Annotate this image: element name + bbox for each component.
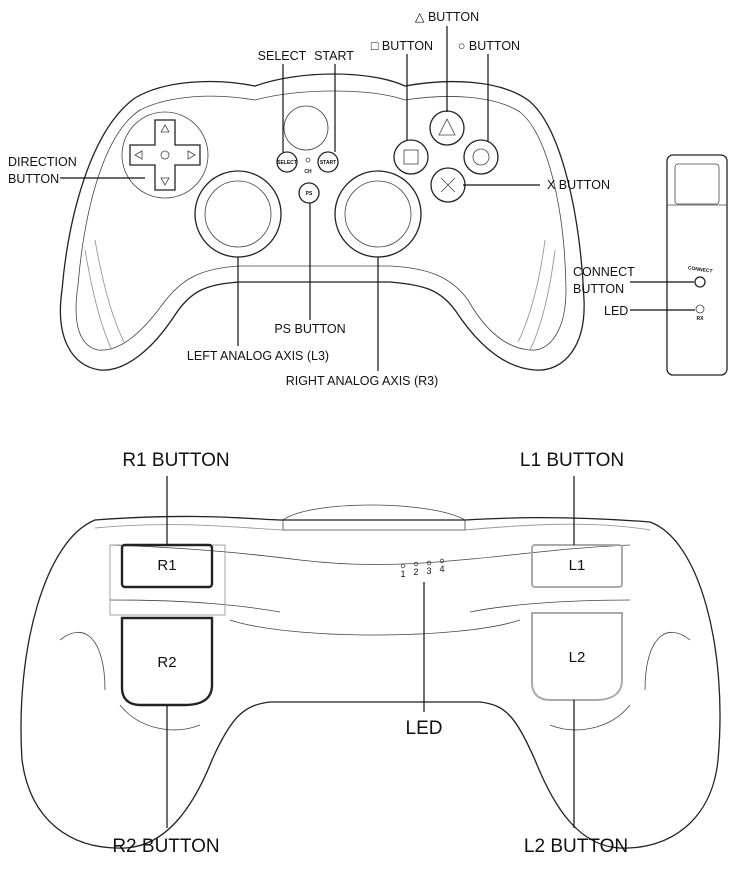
label-r2-button: R2 BUTTON: [112, 836, 219, 857]
r1-mark: R1: [157, 557, 176, 574]
left-shoulder-panel: [110, 545, 225, 615]
led-number-2: 2: [413, 567, 418, 577]
label-circle-button: ○ BUTTON: [458, 39, 520, 53]
receiver-connect-mark: CONNECT: [687, 265, 712, 274]
label-x-button: X BUTTON: [547, 178, 610, 192]
usb-receiver: CONNECT RX: [667, 155, 727, 375]
receiver-led: [696, 305, 704, 313]
l1-mark: L1: [569, 557, 586, 574]
top-view-body-outline: [21, 516, 720, 848]
ps-mark: PS: [306, 191, 313, 197]
label-direction-line2: BUTTON: [8, 172, 59, 186]
label-right-analog: RIGHT ANALOG AXIS (R3): [286, 374, 439, 388]
label-r1-button: R1 BUTTON: [122, 450, 229, 471]
label-connect-line2: BUTTON: [573, 282, 624, 296]
controller-inner-contour: [76, 91, 566, 350]
label-start: START: [314, 49, 354, 63]
label-select: SELECT: [258, 49, 307, 63]
label-connect-line1: CONNECT: [573, 265, 635, 279]
square-button[interactable]: [394, 140, 428, 174]
label-receiver-led: LED: [604, 304, 628, 318]
label-ps-button: PS BUTTON: [274, 322, 345, 336]
center-bump: [284, 106, 328, 150]
led-number-3: 3: [426, 566, 431, 576]
triangle-button[interactable]: [430, 111, 464, 145]
led-number-4: 4: [439, 564, 444, 574]
label-led: LED: [406, 718, 443, 739]
label-l2-button: L2 BUTTON: [524, 836, 628, 857]
receiver-rx-mark: RX: [697, 316, 705, 322]
r2-mark: R2: [157, 654, 176, 671]
receiver-connect-button[interactable]: [695, 277, 705, 287]
label-l1-button: L1 BUTTON: [520, 450, 624, 471]
select-mark: SELECT: [277, 160, 297, 166]
label-triangle-button: △ BUTTON: [415, 10, 479, 24]
top-view-center-bump: [283, 505, 465, 530]
right-analog-stick[interactable]: [335, 171, 421, 257]
face-buttons: [394, 111, 498, 202]
l2-mark: L2: [569, 649, 586, 666]
circle-button[interactable]: [464, 140, 498, 174]
label-left-analog: LEFT ANALOG AXIS (L3): [187, 349, 329, 363]
label-square-button: □ BUTTON: [371, 39, 433, 53]
ch-indicator: [306, 158, 310, 162]
label-direction-line1: DIRECTION: [8, 155, 77, 169]
direction-pad[interactable]: [122, 112, 208, 198]
controller-top-view: R1 R2 L1 L2 1 2 3 4: [21, 505, 720, 848]
led-number-1: 1: [400, 569, 405, 579]
start-mark: START: [320, 160, 336, 166]
left-analog-stick[interactable]: [195, 171, 281, 257]
ch-mark: CH: [304, 169, 312, 175]
